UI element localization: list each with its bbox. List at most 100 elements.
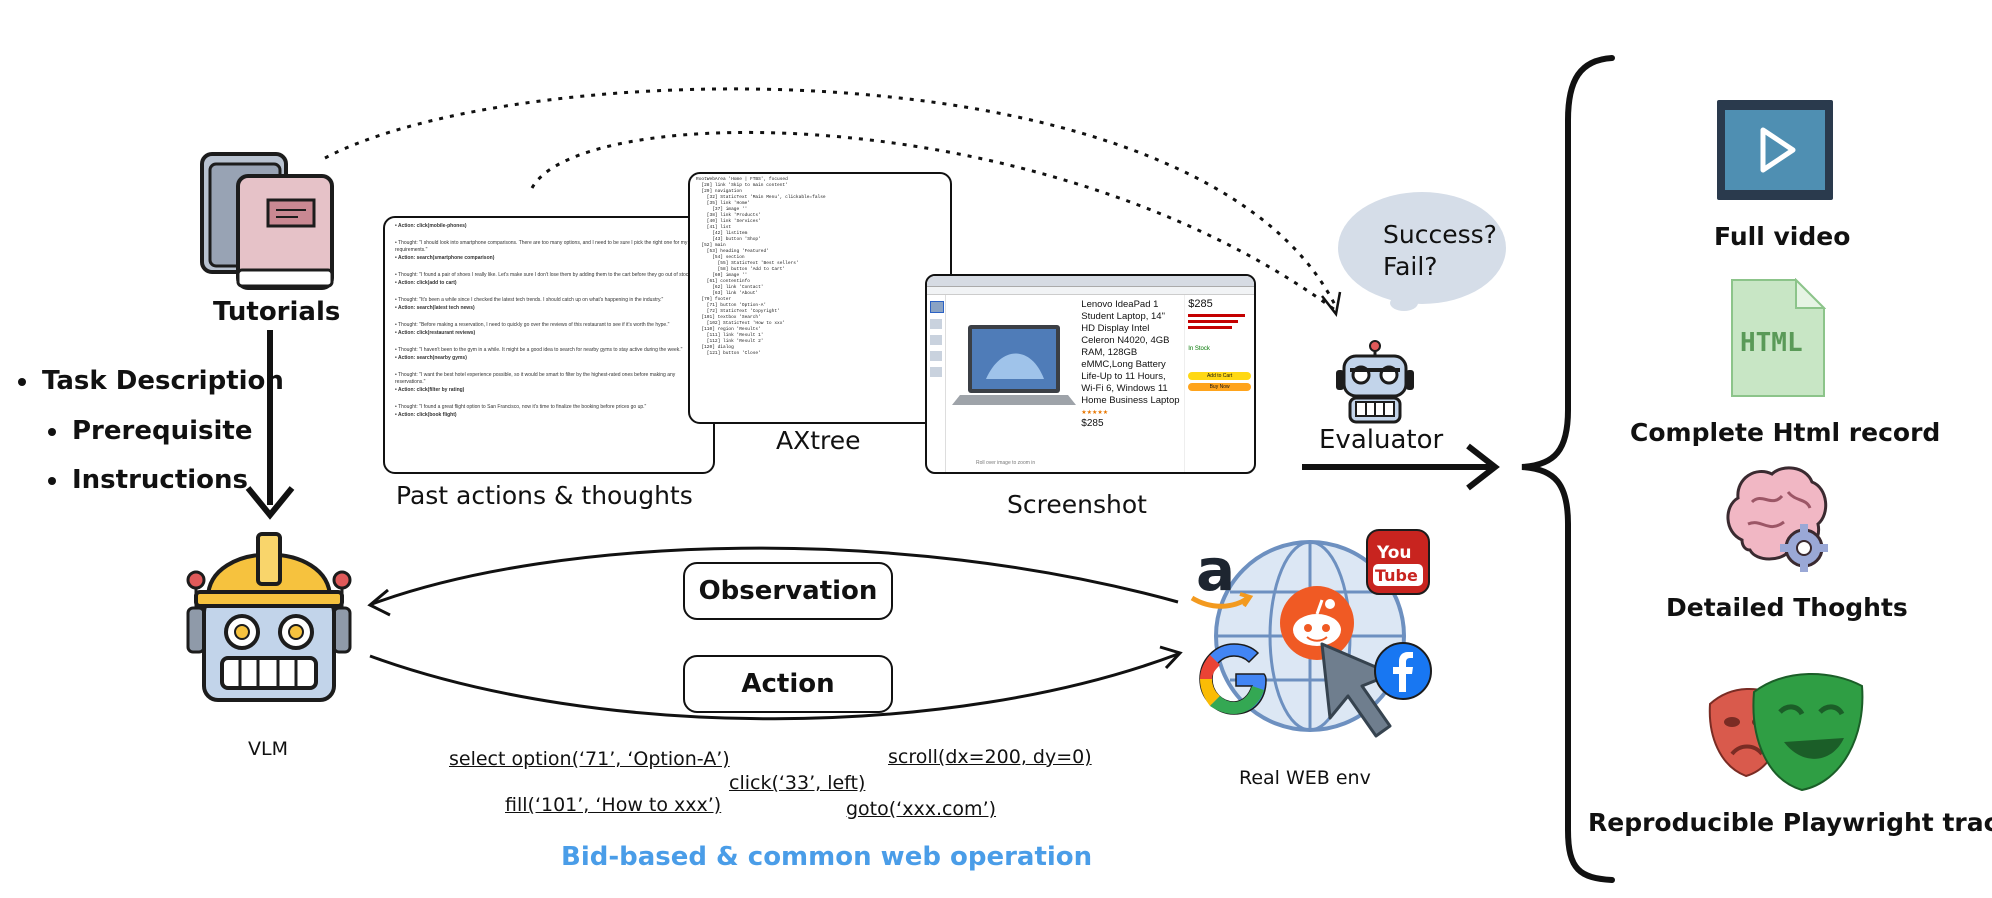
playwright-masks-icon <box>1702 664 1872 794</box>
bullet <box>48 428 56 436</box>
product-price: $285 <box>1188 298 1213 310</box>
axtree-line: [40] link 'Services' <box>696 219 761 224</box>
past-action-line: • Thought: "I should look into smartphon… <box>395 240 688 253</box>
dotted-arc-context-to-evaluator <box>530 130 1336 312</box>
axtree-card: RootWebArea 'Home | FTBS', focused [28] … <box>688 172 952 424</box>
axtree-line: [111] link 'Result 1' <box>696 333 764 338</box>
evaluator-robot-icon <box>1332 340 1418 425</box>
video-icon <box>1715 98 1835 202</box>
past-action-line: • Action: click(mobile-phones) <box>395 223 467 229</box>
tutorials-label: Tutorials <box>213 297 341 327</box>
output-label-html: Complete Html record <box>1630 418 1941 447</box>
op-scroll: scroll(dx=200, dy=0) <box>888 746 1092 768</box>
past-action-line: • Action: click(add to cart) <box>395 280 457 286</box>
laptop-image: Roll over image to zoom in <box>946 295 1077 472</box>
past-action-line: • Action: search(smartphone comparison) <box>395 255 495 261</box>
axtree-line: [61] contentinfo <box>696 279 751 284</box>
past-action-line: • Thought: "It's been a while since I ch… <box>395 297 664 303</box>
axtree-line: [70] footer <box>696 297 732 302</box>
past-action-line: • Thought: "I found a great flight optio… <box>395 404 647 410</box>
tutorials-book-icon <box>198 150 348 290</box>
html-file-icon: HTML <box>1730 277 1827 398</box>
svg-text:You: You <box>1376 543 1412 563</box>
axtree-line: [37] image '' <box>696 207 748 212</box>
real-web-env-label: Real WEB env <box>1239 767 1371 789</box>
past-actions-card: • Action: click(mobile-phones) • Thought:… <box>383 216 715 474</box>
op-select-option: select option(‘71’, ‘Option-A’) <box>449 748 730 770</box>
output-curly-brace <box>1521 55 1615 883</box>
axtree-line: [35] link 'Home' <box>696 201 751 206</box>
vlm-robot-icon <box>182 520 357 715</box>
axtree-line: [72] StaticText 'Copyright' <box>696 309 780 314</box>
buy-now-button[interactable]: Buy Now <box>1188 383 1251 391</box>
axtree-line: [102] StaticText 'How to xxx' <box>696 321 786 326</box>
zoom-hint: Roll over image to zoom in <box>976 460 1036 466</box>
axtree-line: [58] button 'Add to Cart' <box>696 267 786 272</box>
past-action-line: • Thought: "Before making a reservation,… <box>395 322 670 328</box>
youtube-icon: You Tube <box>1365 528 1431 596</box>
axtree-line: [121] button 'Close' <box>696 351 761 356</box>
axtree-line: [60] image '' <box>696 273 748 278</box>
screenshot-label: Screenshot <box>1007 490 1147 519</box>
svg-text:Tube: Tube <box>1375 566 1418 585</box>
observation-arc <box>371 546 1179 606</box>
brain-gear-icon <box>1722 462 1832 577</box>
axtree-line: [52] main <box>696 243 726 248</box>
product-price-small: $285 <box>1081 418 1104 429</box>
action-arc <box>369 652 1179 721</box>
reddit-icon <box>1278 584 1356 662</box>
output-label-playwright: Reproducible Playwright trace <box>1588 808 1992 837</box>
op-click: click(‘33’, left) <box>729 772 866 794</box>
add-to-cart-button[interactable]: Add to Cart <box>1188 372 1251 380</box>
evaluator-label: Evaluator <box>1319 425 1444 455</box>
success-text: Success? <box>1383 220 1497 249</box>
op-goto: goto(‘xxx.com’) <box>846 798 997 820</box>
past-actions-label: Past actions & thoughts <box>396 481 693 510</box>
observation-pill: Observation <box>683 562 893 620</box>
past-action-line: • Thought: "I found a pair of shoes I re… <box>395 272 694 278</box>
html-file-icon-text: HTML <box>1740 328 1803 358</box>
vlm-label: VLM <box>248 738 288 760</box>
axtree-line: [41] list <box>696 225 732 230</box>
axtree-line: [62] link 'Contact' <box>696 285 764 290</box>
axtree-line: [53] heading 'Featured' <box>696 249 769 254</box>
screenshot-card: Roll over image to zoom in Lenovo IdeaPa… <box>925 274 1256 474</box>
product-title: Lenovo IdeaPad 1 Student Laptop, 14" HD … <box>1081 299 1180 406</box>
stock-status: In Stock <box>1188 346 1210 352</box>
axtree-line: [110] region 'Results' <box>696 327 761 332</box>
past-action-line: • Thought: "I want the best hotel experi… <box>395 372 676 385</box>
past-action-line: • Action: click(book flight) <box>395 412 457 418</box>
task-description-item: Task Description <box>42 366 284 396</box>
instructions-item: Instructions <box>72 465 249 495</box>
output-label-video: Full video <box>1714 222 1851 251</box>
axtree-line: [42] listitem <box>696 231 748 236</box>
prerequisite-item: Prerequisite <box>72 416 253 446</box>
thought-bubble <box>1338 190 1508 315</box>
bullet <box>18 378 26 386</box>
facebook-icon <box>1372 640 1434 702</box>
axtree-line: [29] navigation <box>696 189 742 194</box>
axtree-line: [71] button 'Option-A' <box>696 303 767 308</box>
past-action-line: • Thought: "I haven't been to the gym in… <box>395 347 683 353</box>
axtree-line: [120] dialog <box>696 345 734 350</box>
past-action-line: • Action: search(nearby gyms) <box>395 355 467 361</box>
axtree-line: [32] StaticText 'Main Menu', clickable=f… <box>696 195 826 200</box>
google-icon <box>1198 640 1274 718</box>
dotted-arc-tutorials-to-evaluator <box>324 87 1337 306</box>
axtree-line: [43] button 'Shop' <box>696 237 761 242</box>
past-action-line: • Action: search(latest tech news) <box>395 305 475 311</box>
action-pill: Action <box>683 655 893 713</box>
axtree-line: [38] link 'Products' <box>696 213 761 218</box>
axtree-label: AXtree <box>776 426 861 455</box>
fail-text: Fail? <box>1383 252 1438 281</box>
output-label-thoughts: Detailed Thoghts <box>1666 593 1908 622</box>
axtree-line: [28] link 'Skip to main content' <box>696 183 788 188</box>
axtree-line: RootWebArea 'Home | FTBS', focused <box>696 177 788 182</box>
axtree-line: [101] textbox 'Search' <box>696 315 761 320</box>
operations-caption: Bid-based & common web operation <box>561 842 1093 872</box>
bullet <box>48 477 56 485</box>
axtree-line: [54] section <box>696 255 745 260</box>
amazon-icon: a <box>1188 536 1254 612</box>
axtree-line: [63] link 'About' <box>696 291 759 296</box>
